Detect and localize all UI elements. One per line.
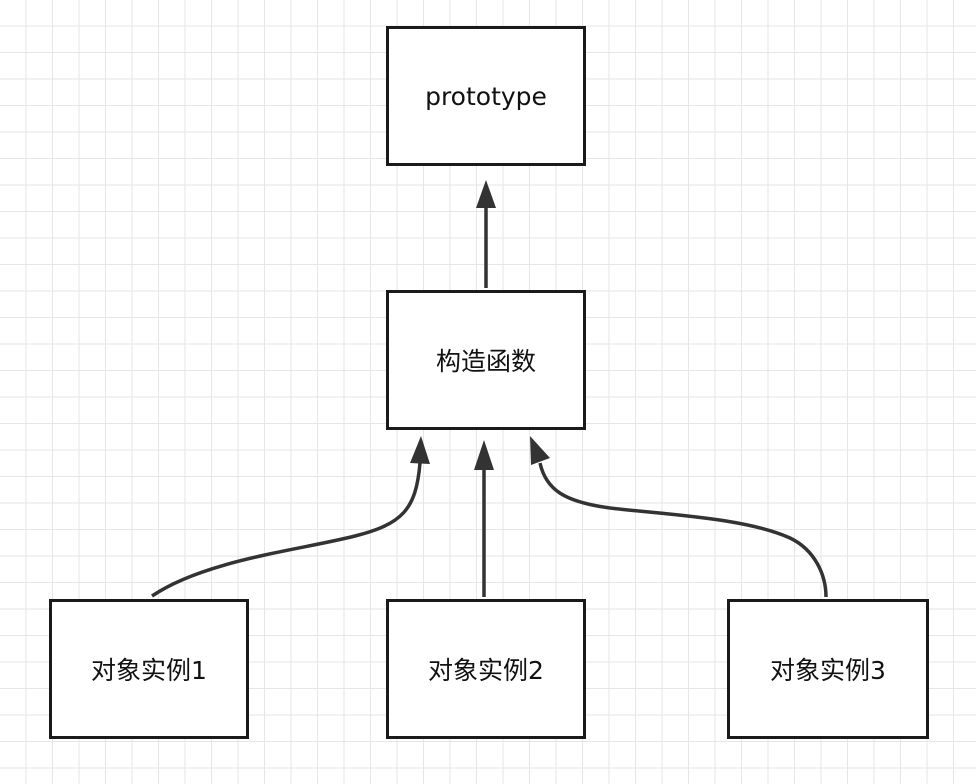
instance1-node: 对象实例1 <box>49 599 249 739</box>
instance2-node: 对象实例2 <box>386 599 586 739</box>
edge-instance3-to-constructor <box>538 462 828 598</box>
instance1-label: 对象实例1 <box>91 656 207 685</box>
prototype-label: prototype <box>425 81 547 111</box>
arrowhead-instance2 <box>474 440 494 470</box>
edge-instance1-to-constructor <box>151 462 422 598</box>
arrowhead-instance1 <box>410 436 430 464</box>
arrowhead-instance3 <box>530 436 550 465</box>
instance3-label: 对象实例3 <box>770 656 886 685</box>
instance3-node: 对象实例3 <box>727 599 929 739</box>
prototype-node: prototype <box>386 26 586 166</box>
instance2-label: 对象实例2 <box>428 656 544 685</box>
arrowhead-prototype <box>476 180 496 208</box>
constructor-label: 构造函数 <box>435 347 536 376</box>
constructor-node: 构造函数 <box>386 290 586 430</box>
